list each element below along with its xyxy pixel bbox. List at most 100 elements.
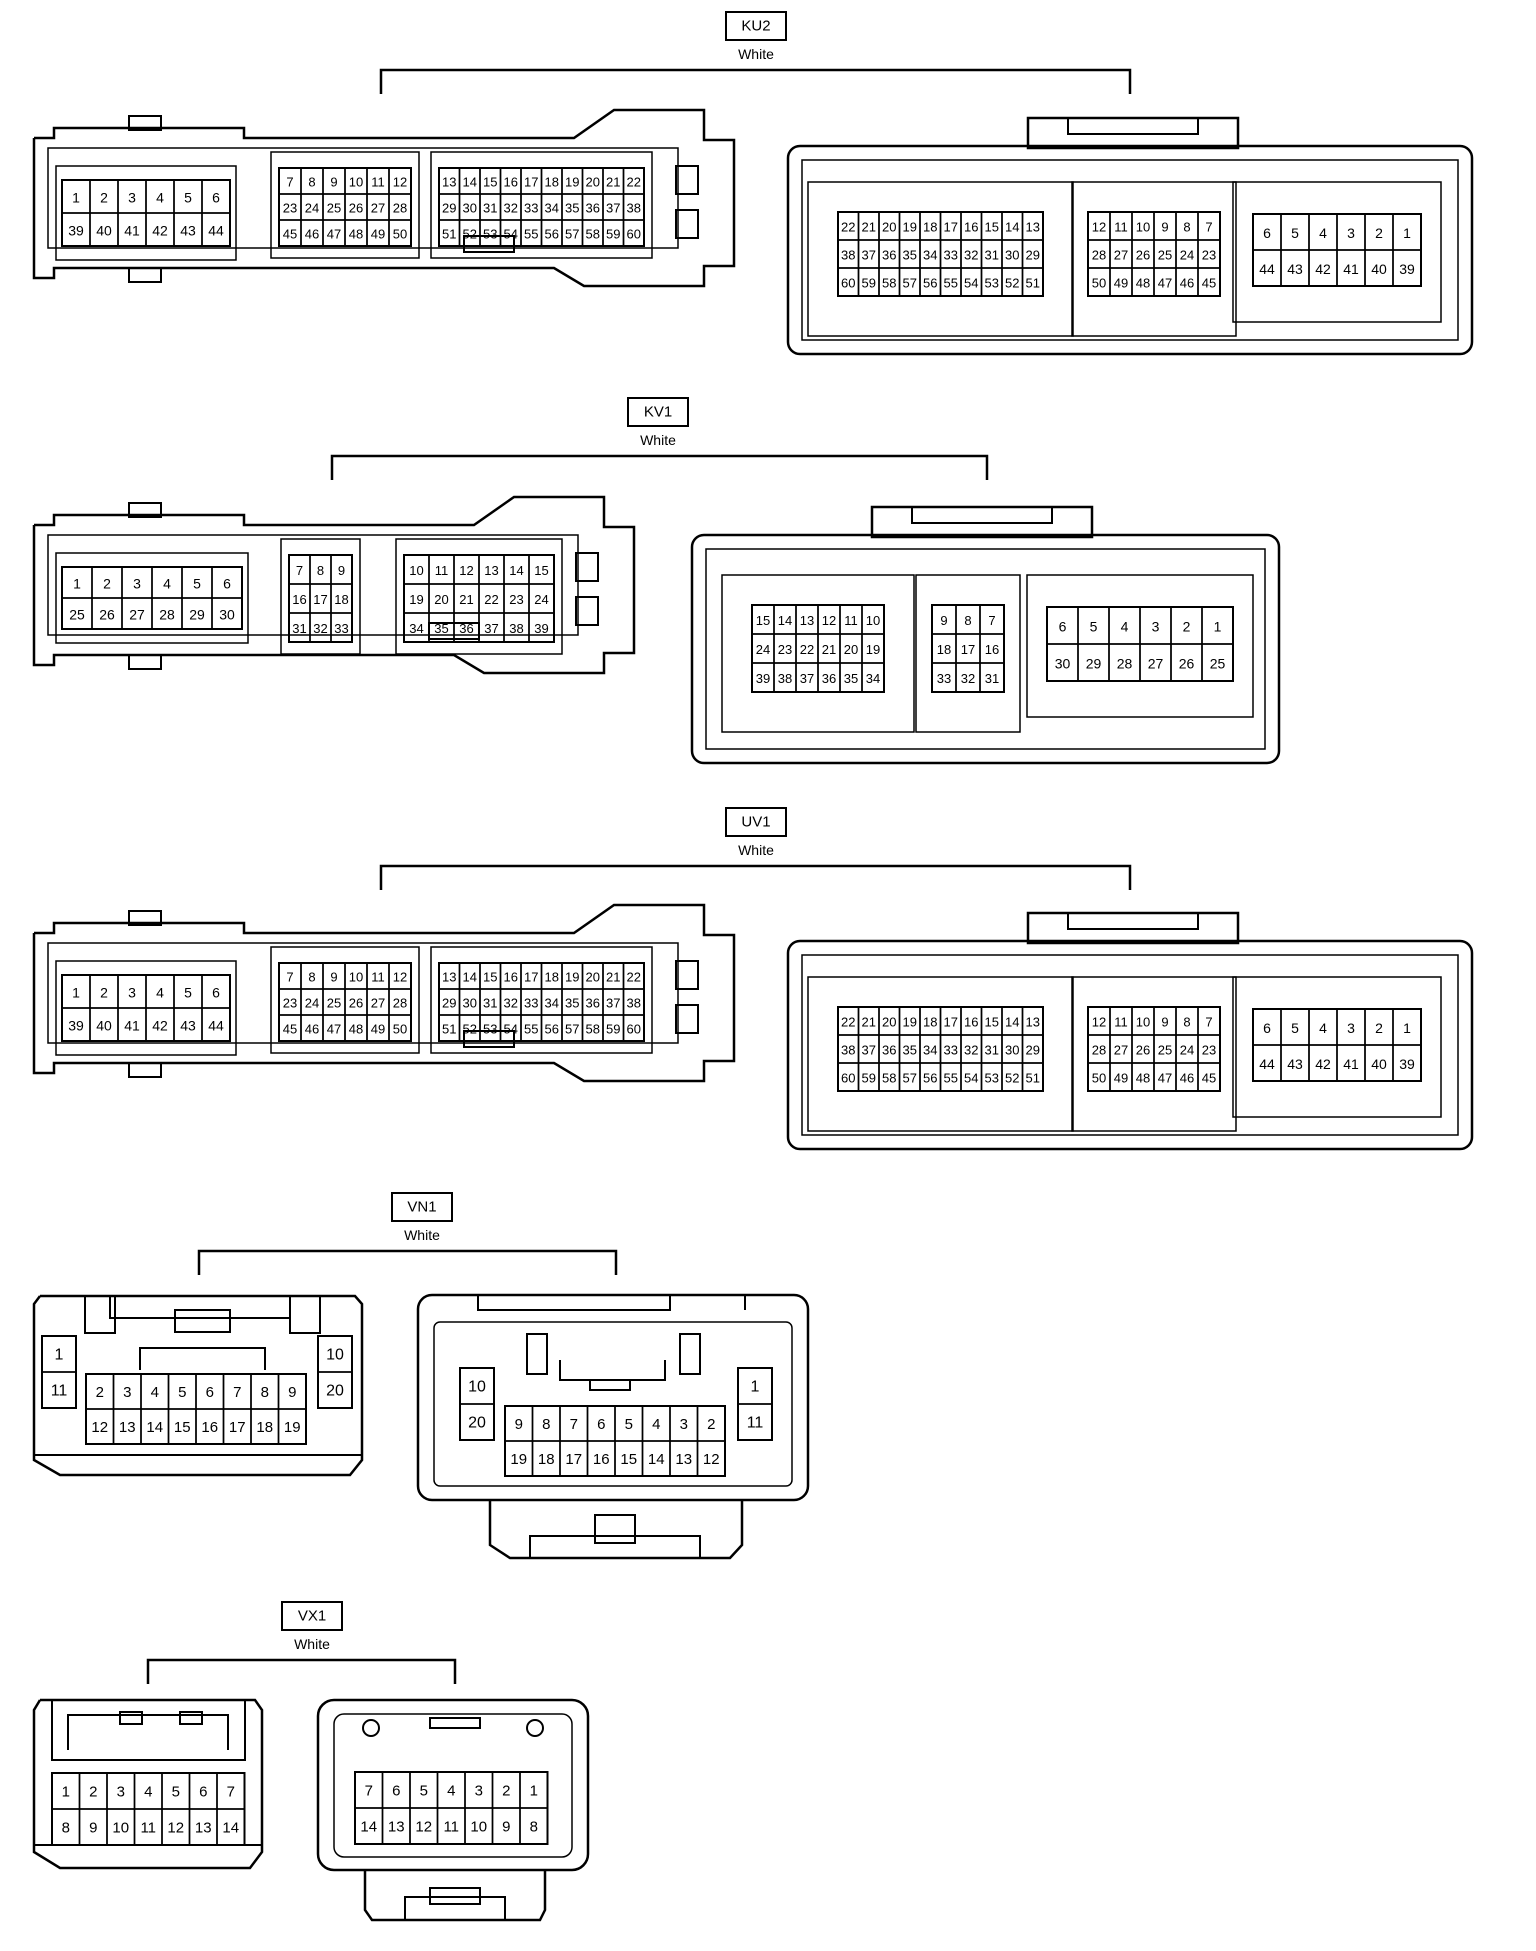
pin-number: 15 bbox=[620, 1451, 637, 1468]
pin-cell bbox=[317, 1371, 353, 1409]
pin-number: 25 bbox=[69, 607, 85, 623]
pin-number: 54 bbox=[504, 1022, 518, 1037]
pin-number: 53 bbox=[483, 1022, 497, 1037]
pin-number: 1 bbox=[73, 576, 81, 592]
pin-number: 11 bbox=[371, 970, 385, 985]
housing-outline bbox=[463, 235, 515, 253]
pin-number: 39 bbox=[68, 223, 84, 239]
pin-number: 11 bbox=[747, 1415, 764, 1432]
pin-number: 38 bbox=[509, 621, 523, 636]
pin-number: 11 bbox=[371, 175, 385, 190]
connector-bracket bbox=[379, 68, 1132, 94]
housing-outline bbox=[51, 1700, 246, 1761]
pin-number: 30 bbox=[463, 201, 477, 216]
pin-cell bbox=[201, 1007, 231, 1042]
housing-outline bbox=[705, 548, 1266, 750]
pin-number: 41 bbox=[1343, 261, 1359, 277]
pin-number: 33 bbox=[334, 621, 348, 636]
pin-number: 13 bbox=[388, 1819, 405, 1836]
pin-number: 5 bbox=[178, 1384, 186, 1401]
pin-number: 2 bbox=[1183, 619, 1191, 635]
pin-number: 3 bbox=[680, 1416, 688, 1433]
connector-bracket bbox=[197, 1249, 618, 1275]
pin-number: 10 bbox=[866, 613, 880, 628]
pin-number: 10 bbox=[468, 1379, 486, 1396]
pin-number: 37 bbox=[862, 248, 876, 263]
pin-number: 25 bbox=[1210, 656, 1226, 672]
pin-number: 26 bbox=[349, 201, 363, 216]
pin-number: 16 bbox=[504, 175, 518, 190]
pin-cell bbox=[388, 219, 412, 247]
pin-number: 1 bbox=[55, 1347, 64, 1364]
pin-number: 34 bbox=[923, 1043, 937, 1058]
pin-number: 29 bbox=[1026, 248, 1040, 263]
pin-number: 2 bbox=[103, 576, 111, 592]
pin-cell bbox=[1197, 267, 1221, 297]
pin-number: 48 bbox=[349, 1022, 363, 1037]
pin-number: 3 bbox=[123, 1384, 131, 1401]
pin-number: 15 bbox=[534, 563, 548, 578]
connector-name: KU2 bbox=[741, 18, 770, 35]
housing-outline bbox=[675, 165, 699, 195]
housing-outline bbox=[786, 939, 1474, 1151]
pin-number: 6 bbox=[212, 985, 220, 1001]
pin-number: 20 bbox=[586, 970, 600, 985]
pin-number: 10 bbox=[349, 970, 363, 985]
pin-number: 6 bbox=[597, 1416, 605, 1433]
pin-number: 14 bbox=[778, 613, 792, 628]
pin-number: 52 bbox=[463, 227, 477, 242]
pin-number: 43 bbox=[1287, 261, 1303, 277]
pin-number: 17 bbox=[944, 1015, 958, 1030]
pin-number: 11 bbox=[435, 563, 449, 578]
pin-number: 16 bbox=[964, 1015, 978, 1030]
pin-number: 42 bbox=[152, 223, 168, 239]
pin-number: 31 bbox=[292, 621, 306, 636]
pin-number: 31 bbox=[985, 248, 999, 263]
pin-number: 18 bbox=[937, 642, 951, 657]
pin-number: 8 bbox=[1183, 1015, 1190, 1030]
pin-number: 55 bbox=[524, 1022, 538, 1037]
pin-number: 28 bbox=[1092, 1043, 1106, 1058]
housing-outline bbox=[174, 1309, 231, 1333]
pin-number: 11 bbox=[844, 613, 858, 628]
cavity-frame bbox=[395, 538, 563, 655]
pin-number: 44 bbox=[1259, 1056, 1275, 1072]
connector-name: UV1 bbox=[741, 814, 770, 831]
cavity-frame bbox=[270, 946, 420, 1054]
pin-number: 5 bbox=[1291, 1020, 1299, 1036]
pin-number: 35 bbox=[434, 621, 448, 636]
pin-number: 5 bbox=[420, 1783, 428, 1800]
pin-number: 10 bbox=[326, 1347, 344, 1364]
pin-number: 2 bbox=[1375, 1020, 1383, 1036]
pin-number: 55 bbox=[944, 276, 958, 291]
pin-number: 12 bbox=[459, 563, 473, 578]
pin-number: 7 bbox=[988, 613, 995, 628]
pin-number: 59 bbox=[862, 1071, 876, 1086]
pin-number: 41 bbox=[1343, 1056, 1359, 1072]
pin-cell bbox=[979, 662, 1005, 693]
pin-number: 54 bbox=[964, 276, 978, 291]
pin-number: 1 bbox=[72, 985, 80, 1001]
connector-name-box bbox=[725, 807, 787, 837]
pin-number: 12 bbox=[703, 1451, 720, 1468]
pin-number: 29 bbox=[1086, 656, 1102, 672]
pin-number: 60 bbox=[627, 1022, 641, 1037]
pin-number: 45 bbox=[1202, 1071, 1216, 1086]
housing-outline bbox=[128, 502, 162, 518]
pin-number: 50 bbox=[393, 227, 407, 242]
pin-number: 12 bbox=[167, 1820, 184, 1837]
pin-number: 41 bbox=[124, 223, 140, 239]
pin-number: 5 bbox=[172, 1784, 180, 1801]
pin-cell bbox=[622, 1014, 645, 1042]
pin-number: 31 bbox=[985, 1043, 999, 1058]
pin-cell bbox=[211, 597, 243, 630]
pin-number: 22 bbox=[841, 220, 855, 235]
